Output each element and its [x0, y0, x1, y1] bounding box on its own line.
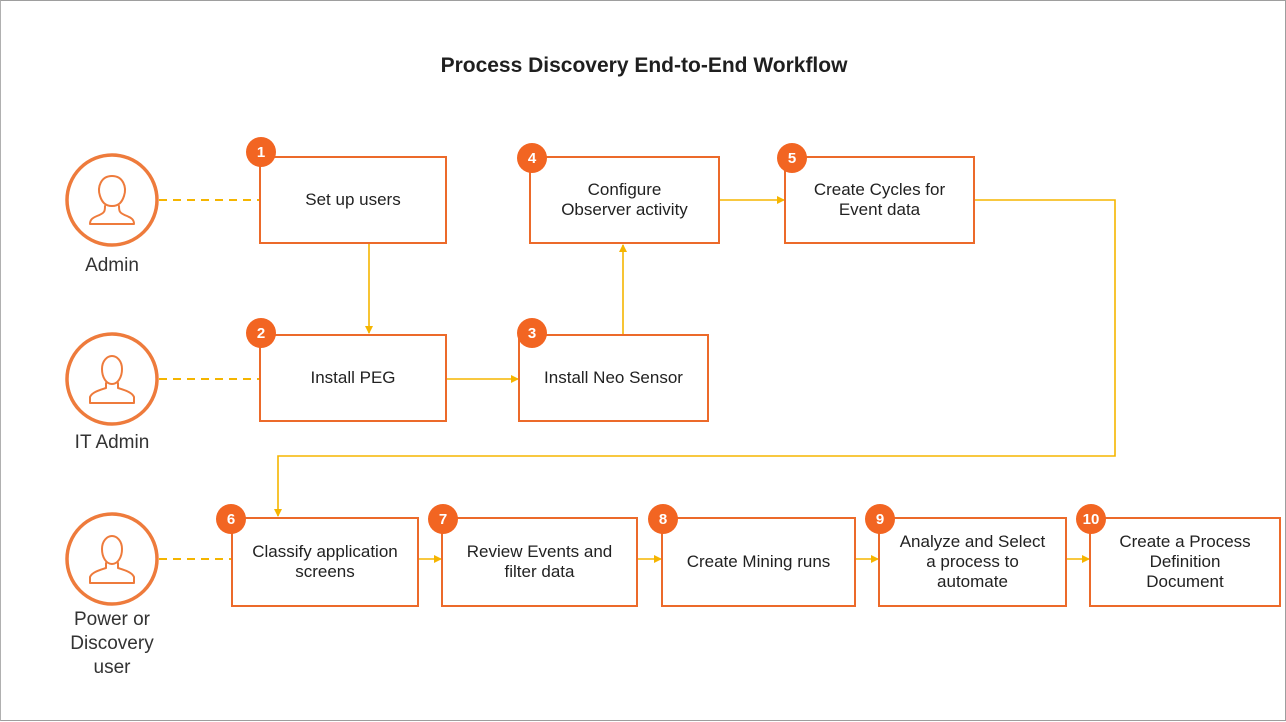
step-4-label: Configure Observer activity: [561, 180, 688, 219]
step-2-badge: 2: [246, 318, 276, 348]
step-9-box[interactable]: Analyze and Select a process to automate: [878, 517, 1067, 607]
step-10-label: Create a Process Definition Document: [1119, 532, 1251, 591]
step-8-label: Create Mining runs: [686, 552, 831, 571]
user-male-icon: [89, 535, 135, 584]
step-1-badge: 1: [246, 137, 276, 167]
step-1-box[interactable]: Set up users: [259, 156, 447, 244]
step-9-label: Analyze and Select a process to automate: [899, 532, 1046, 591]
step-10-badge: 10: [1076, 504, 1106, 534]
step-10-box[interactable]: Create a Process Definition Document: [1089, 517, 1281, 607]
user-female-icon: [89, 175, 135, 225]
step-2-label: Install PEG: [310, 368, 396, 387]
step-5-label: Create Cycles for Event data: [813, 180, 946, 219]
step-3-label: Install Neo Sensor: [544, 368, 683, 387]
step-2-box[interactable]: Install PEG: [259, 334, 447, 422]
step-8-box[interactable]: Create Mining runs: [661, 517, 856, 607]
step-7-badge: 7: [428, 504, 458, 534]
arrow-5-to-6: [274, 199, 1116, 517]
step-6-label: Classify application screens: [252, 542, 398, 581]
role-circle-admin: [65, 153, 159, 247]
step-9-badge: 9: [865, 504, 895, 534]
step-5-box[interactable]: Create Cycles for Event data: [784, 156, 975, 244]
step-6-box[interactable]: Classify application screens: [231, 517, 419, 607]
diagram-title: Process Discovery End-to-End Workflow: [440, 54, 848, 77]
role-label-power-user: Power or Discovery user: [70, 609, 154, 678]
role-circle-power-user: [65, 512, 159, 606]
step-4-badge: 4: [517, 143, 547, 173]
step-4-box[interactable]: Configure Observer activity: [529, 156, 720, 244]
step-1-label: Set up users: [305, 190, 401, 209]
role-label-it-admin: IT Admin: [74, 432, 150, 453]
step-8-badge: 8: [648, 504, 678, 534]
user-male-icon: [89, 355, 135, 404]
step-6-badge: 6: [216, 504, 246, 534]
step-3-badge: 3: [517, 318, 547, 348]
step-7-box[interactable]: Review Events and filter data: [441, 517, 638, 607]
role-label-admin: Admin: [85, 255, 139, 276]
step-5-badge: 5: [777, 143, 807, 173]
step-7-label: Review Events and filter data: [466, 542, 613, 581]
role-circle-it-admin: [65, 332, 159, 426]
step-3-box[interactable]: Install Neo Sensor: [518, 334, 709, 422]
